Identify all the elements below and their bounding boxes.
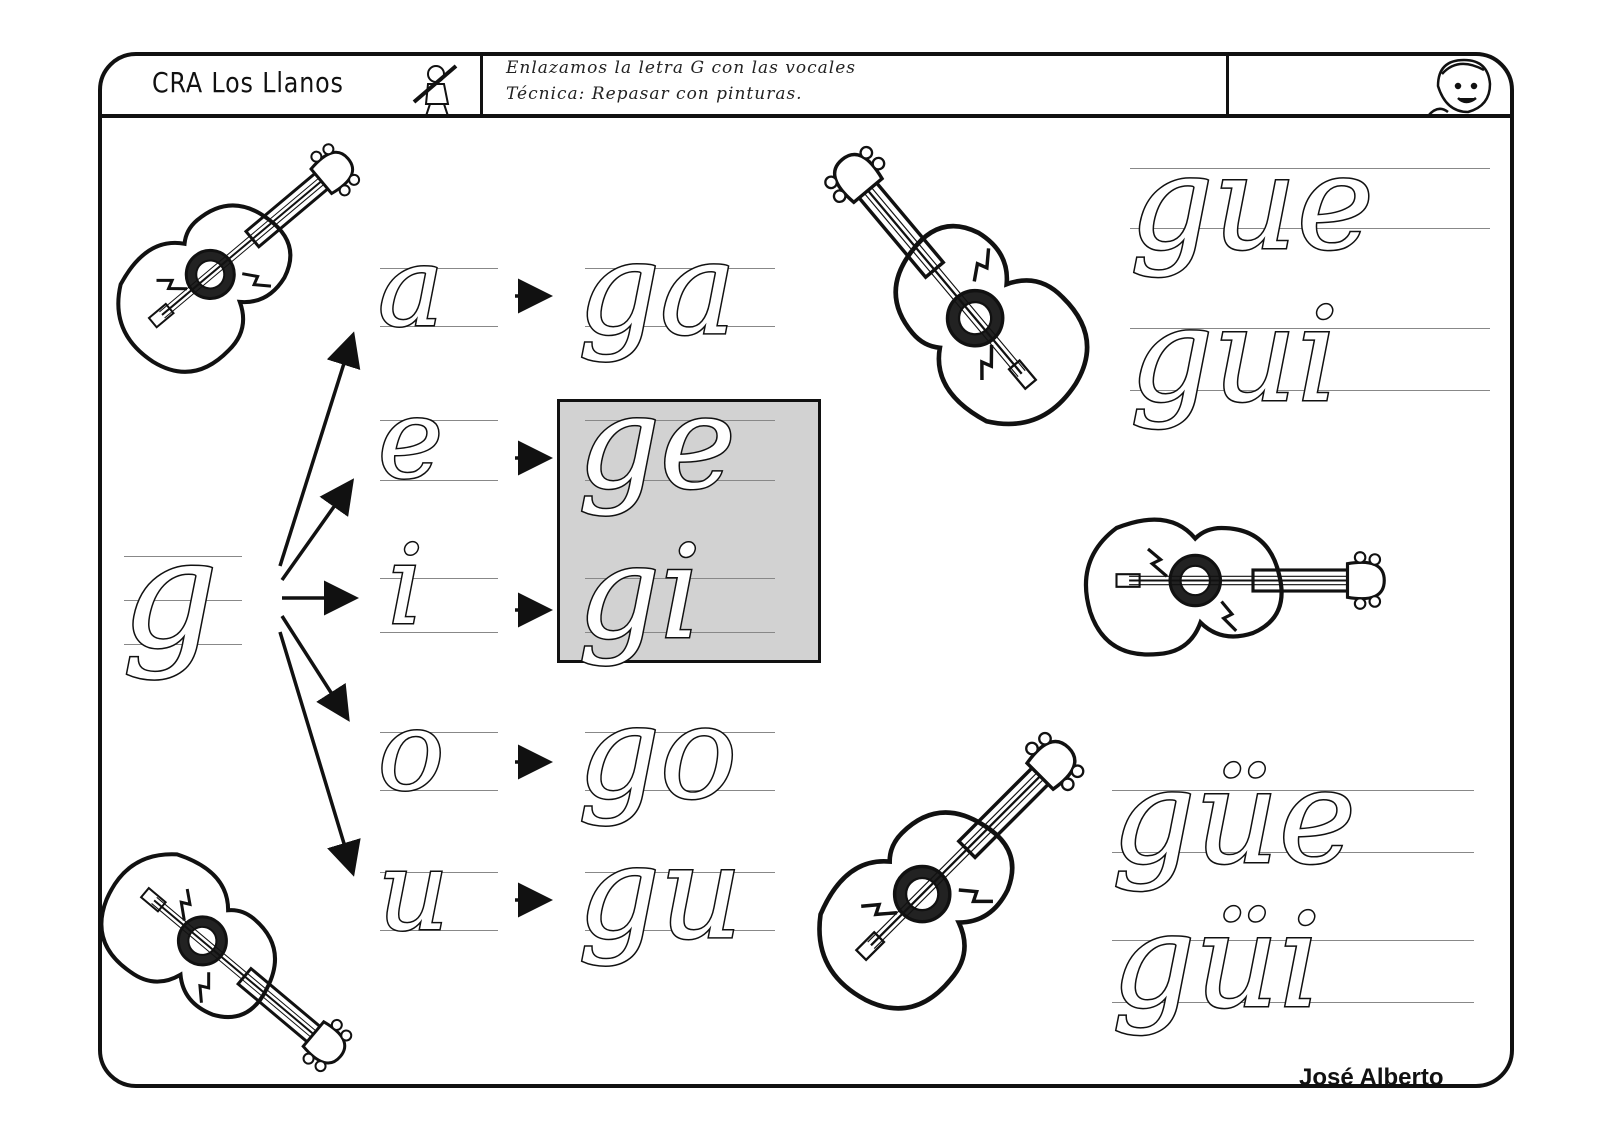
child-face-icon <box>1427 58 1492 117</box>
pencil-boy-icon <box>412 64 458 117</box>
vowel-letter: u <box>377 827 451 955</box>
consonant-letter: g <box>120 508 219 682</box>
vowel-letter: a <box>377 223 446 351</box>
author-signature: José Alberto <box>1299 1064 1444 1091</box>
header-divider <box>98 114 1514 118</box>
syllable: ga <box>576 215 737 364</box>
arrow-icon <box>278 631 361 877</box>
worksheet-technique: Técnica: Repasar con pinturas. <box>506 84 803 104</box>
syllable-right: güe <box>1111 741 1358 893</box>
syllable: go <box>577 679 739 828</box>
vowel-letter: e <box>376 375 444 503</box>
guitar-icon <box>790 701 1126 1037</box>
worksheet-frame <box>98 52 1514 1088</box>
arrow-icon <box>278 331 361 567</box>
syllable-highlighted: ge <box>577 369 738 518</box>
syllable-highlighted: gi <box>577 519 703 668</box>
header-separator <box>1226 52 1229 116</box>
header-separator <box>480 52 483 116</box>
worksheet-title: Enlazamos la letra G con las vocales <box>506 58 856 78</box>
guitar-icon <box>91 112 396 398</box>
highlight-box <box>557 399 821 663</box>
syllable-right: güi <box>1111 885 1323 1037</box>
vowel-letter: o <box>376 687 445 815</box>
syllable-right: gui <box>1129 279 1341 431</box>
vowel-letter: i <box>386 521 424 649</box>
school-name: CRA Los Llanos <box>152 66 344 99</box>
guitar-icon <box>75 827 380 1113</box>
syllable-right: gue <box>1129 127 1376 279</box>
arrow-icon <box>280 615 350 722</box>
arrow-icon <box>280 478 355 582</box>
guitar-icon <box>1086 520 1384 655</box>
syllable: gu <box>576 819 743 968</box>
guitar-icon <box>791 108 1114 453</box>
